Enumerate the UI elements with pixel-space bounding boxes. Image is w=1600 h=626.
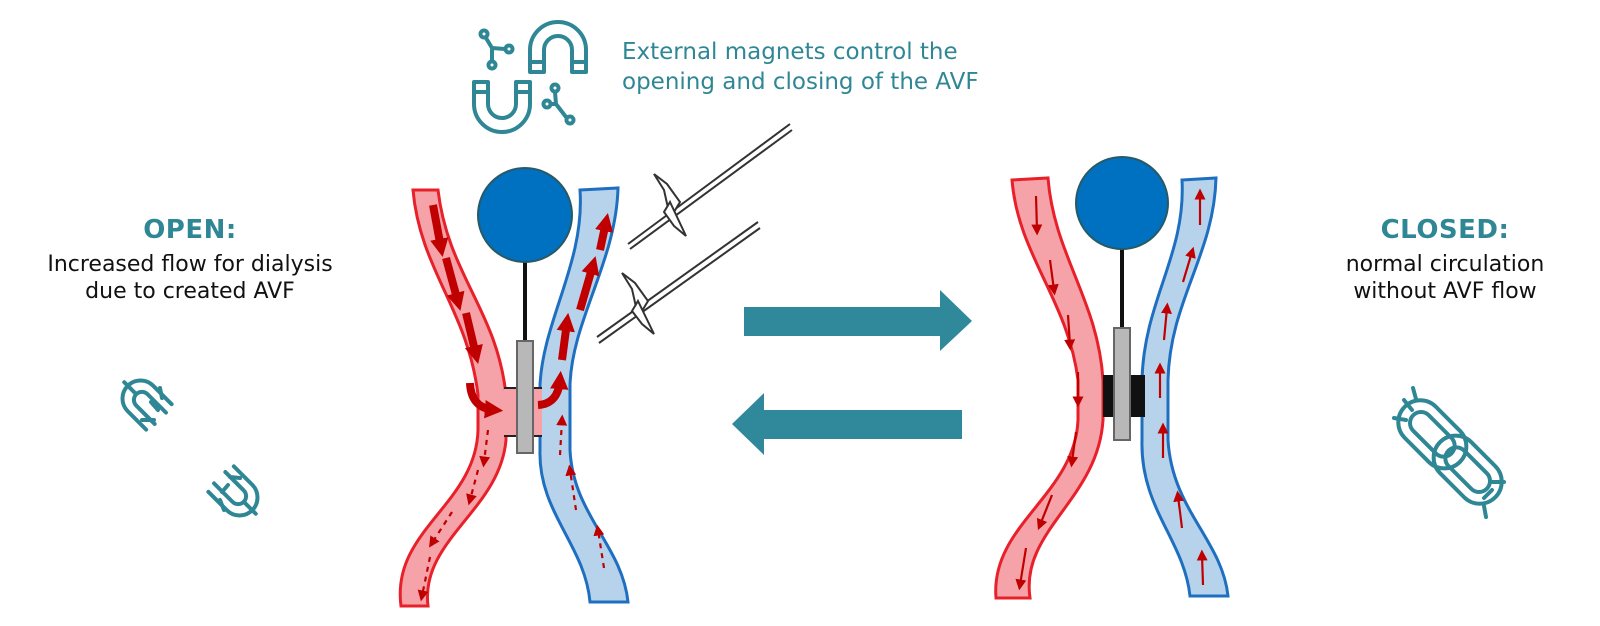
valve-closed bbox=[1113, 327, 1131, 441]
open-desc-line-2: due to created AVF bbox=[85, 279, 295, 304]
closed-desc-line-2: without AVF flow bbox=[1353, 279, 1537, 304]
vein-closed bbox=[1140, 176, 1230, 598]
closed-label: CLOSED: normal circulation without AVF f… bbox=[1300, 215, 1590, 305]
open-desc-line-1: Increased flow for dialysis bbox=[47, 252, 333, 277]
transition-arrows bbox=[732, 290, 972, 455]
closed-state-diagram bbox=[994, 156, 1230, 600]
magnet-ball-open bbox=[477, 167, 573, 263]
arrow-to-open bbox=[732, 393, 962, 455]
vein-open bbox=[538, 186, 630, 604]
broken-chain-icon bbox=[120, 378, 260, 518]
magnet-caption: External magnets control the opening and… bbox=[622, 37, 979, 97]
arrow-to-closed bbox=[744, 290, 972, 351]
linked-chain-icon bbox=[1392, 386, 1506, 519]
magnet-icon bbox=[472, 20, 588, 134]
closed-desc-line-1: normal circulation bbox=[1345, 252, 1545, 277]
closed-heading: CLOSED: bbox=[1380, 215, 1510, 245]
magnet-ball-closed bbox=[1075, 156, 1169, 250]
artery-closed bbox=[994, 176, 1105, 600]
caption-line-1: External magnets control the bbox=[622, 39, 958, 65]
dialysis-needles bbox=[596, 123, 793, 344]
open-label: OPEN: Increased flow for dialysis due to… bbox=[20, 215, 360, 305]
open-state-diagram bbox=[398, 167, 630, 608]
artery-open bbox=[398, 188, 508, 608]
open-heading: OPEN: bbox=[143, 215, 237, 245]
caption-line-2: opening and closing of the AVF bbox=[622, 69, 979, 95]
valve-open bbox=[516, 340, 534, 454]
